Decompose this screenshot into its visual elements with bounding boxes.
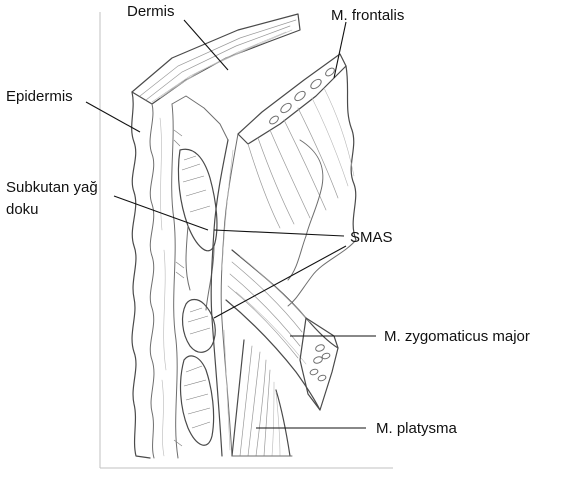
leader-smas-upper [214, 230, 344, 236]
label-subkutan-line1: Subkutan yağ [6, 179, 98, 196]
leader-frontalis [334, 22, 346, 78]
frontalis-muscle [238, 54, 356, 240]
deep-tissue-contour [288, 140, 356, 306]
label-epidermis: Epidermis [6, 88, 73, 105]
leader-dermis [184, 20, 228, 70]
subcutaneous-fat [172, 96, 228, 446]
label-smas: SMAS [350, 229, 393, 246]
zygomaticus-muscle [226, 250, 338, 410]
label-frontalis: M. frontalis [331, 7, 404, 24]
leader-smas-lower [214, 246, 346, 318]
label-subkutan-line2: doku [6, 201, 39, 218]
labels: Dermis M. frontalis Epidermis Subkutan y… [6, 3, 530, 437]
smas-layer [211, 134, 238, 456]
label-zygomaticus: M. zygomaticus major [384, 328, 530, 345]
leader-subkutan [114, 196, 208, 230]
platysma-muscle [232, 340, 292, 456]
label-platysma: M. platysma [376, 420, 458, 437]
tissue-illustration [132, 14, 356, 458]
leader-lines [86, 20, 376, 428]
label-dermis: Dermis [127, 3, 175, 20]
